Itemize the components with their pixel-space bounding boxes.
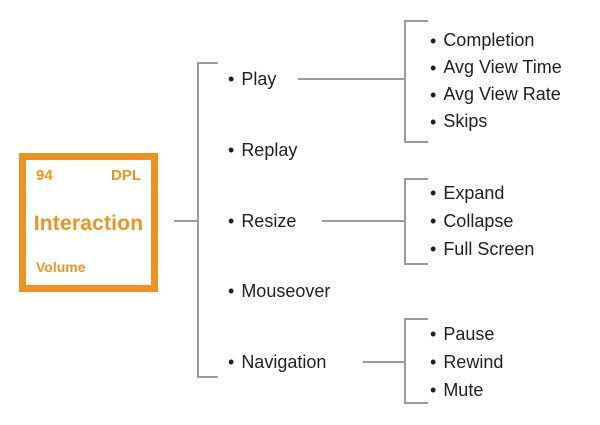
item-label-mute: Mute — [443, 379, 484, 400]
list-item-mute: • Mute — [430, 376, 503, 404]
bullet-icon: • — [228, 211, 235, 231]
item-label-collapse: Collapse — [443, 210, 514, 231]
list-item-play: • Play — [228, 67, 276, 91]
node-connector-line — [174, 220, 198, 222]
bullet-icon: • — [430, 324, 437, 344]
list-item-collapse: • Collapse — [430, 207, 534, 235]
item-label-play: Play — [241, 68, 277, 89]
interaction-node: 94 DPL Interaction Volume — [19, 153, 158, 292]
item-label-resize: Resize — [241, 210, 297, 231]
item-label-navigation: Navigation — [241, 351, 327, 372]
list-item-resize: • Resize — [228, 209, 296, 233]
bullet-icon: • — [430, 30, 437, 51]
item-label-mouseover: Mouseover — [241, 280, 331, 301]
item-label-avg-view-rate: Avg View Rate — [443, 84, 561, 104]
play-subitems-group: • Completion • Avg View Time • Avg View … — [430, 27, 562, 135]
bullet-icon: • — [430, 57, 437, 78]
item-label-avg-view-time: Avg View Time — [443, 57, 562, 77]
bullet-icon: • — [228, 281, 235, 301]
item-label-full-screen: Full Screen — [443, 238, 535, 259]
bullet-icon: • — [430, 84, 437, 105]
item-label-expand: Expand — [443, 182, 505, 203]
list-item-mouseover: • Mouseover — [228, 279, 330, 303]
list-item-rewind: • Rewind — [430, 348, 503, 376]
node-subtitle: Volume — [36, 259, 86, 275]
bullet-icon: • — [430, 352, 437, 372]
level1-bracket — [197, 62, 218, 378]
bullet-icon: • — [430, 111, 437, 132]
node-top-row: 94 DPL — [26, 160, 151, 184]
item-label-skips: Skips — [443, 111, 488, 131]
resize-connector-line — [322, 220, 405, 222]
resize-subitems-group: • Expand • Collapse • Full Screen — [430, 179, 534, 263]
node-code: DPL — [111, 167, 141, 184]
list-item-navigation: • Navigation — [228, 350, 326, 374]
node-number: 94 — [36, 167, 53, 184]
list-item-expand: • Expand — [430, 179, 534, 207]
list-item-full-screen: • Full Screen — [430, 235, 534, 263]
list-item-avg-view-time: • Avg View Time — [430, 54, 562, 81]
node-title: Interaction — [33, 212, 144, 235]
list-item-pause: • Pause — [430, 320, 503, 348]
list-item-skips: • Skips — [430, 108, 562, 135]
bullet-icon: • — [430, 211, 437, 231]
bullet-icon: • — [430, 380, 437, 400]
navigation-group-bracket — [404, 318, 428, 404]
bullet-icon: • — [430, 239, 437, 259]
play-connector-line — [298, 78, 405, 80]
item-label-replay: Replay — [241, 139, 298, 160]
navigation-connector-line — [363, 361, 405, 363]
bullet-icon: • — [430, 183, 437, 203]
bullet-icon: • — [228, 352, 235, 372]
list-item-completion: • Completion — [430, 27, 562, 54]
bullet-icon: • — [228, 69, 235, 89]
item-label-completion: Completion — [443, 30, 535, 50]
item-label-rewind: Rewind — [443, 351, 504, 372]
list-item-replay: • Replay — [228, 138, 297, 162]
play-group-bracket — [404, 20, 428, 143]
item-label-pause: Pause — [443, 323, 495, 344]
navigation-subitems-group: • Pause • Rewind • Mute — [430, 320, 503, 404]
resize-group-bracket — [404, 178, 428, 265]
list-item-avg-view-rate: • Avg View Rate — [430, 81, 562, 108]
bullet-icon: • — [228, 140, 235, 160]
